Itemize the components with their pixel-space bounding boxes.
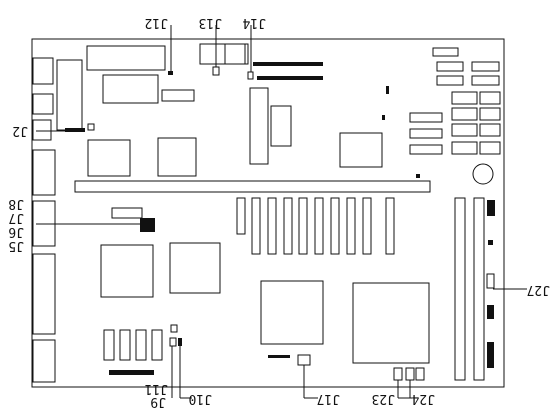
top-middle-components xyxy=(168,43,383,168)
label-j7: J7 xyxy=(8,210,24,225)
label-j14: J14 xyxy=(242,15,266,30)
label-j27: J27 xyxy=(527,282,550,297)
label-j23: J23 xyxy=(372,391,395,406)
expansion-slot-horizontal xyxy=(74,180,431,193)
label-j8: J8 xyxy=(8,196,24,211)
label-j11: J11 xyxy=(145,381,168,396)
label-j5: J5 xyxy=(8,238,24,253)
label-j2: J2 xyxy=(12,123,28,138)
label-j24: J24 xyxy=(411,391,435,406)
label-j6: J6 xyxy=(8,224,24,239)
lower-small-slots xyxy=(103,324,182,375)
top-left-components xyxy=(56,45,197,177)
vertical-slots xyxy=(236,197,395,255)
label-j17: J17 xyxy=(317,391,340,406)
connector-labels: J12 J13 J14 J2 J8 J7 J6 J5 J27 J11 J9 J1… xyxy=(8,15,550,409)
label-leader-lines xyxy=(36,25,527,399)
label-j13: J13 xyxy=(199,15,222,30)
left-io-ports xyxy=(32,57,56,383)
label-j10: J10 xyxy=(189,391,212,406)
label-j12: J12 xyxy=(145,15,168,30)
label-j9: J9 xyxy=(150,394,166,409)
right-vertical-slots xyxy=(454,197,495,381)
top-right-components xyxy=(382,47,501,185)
